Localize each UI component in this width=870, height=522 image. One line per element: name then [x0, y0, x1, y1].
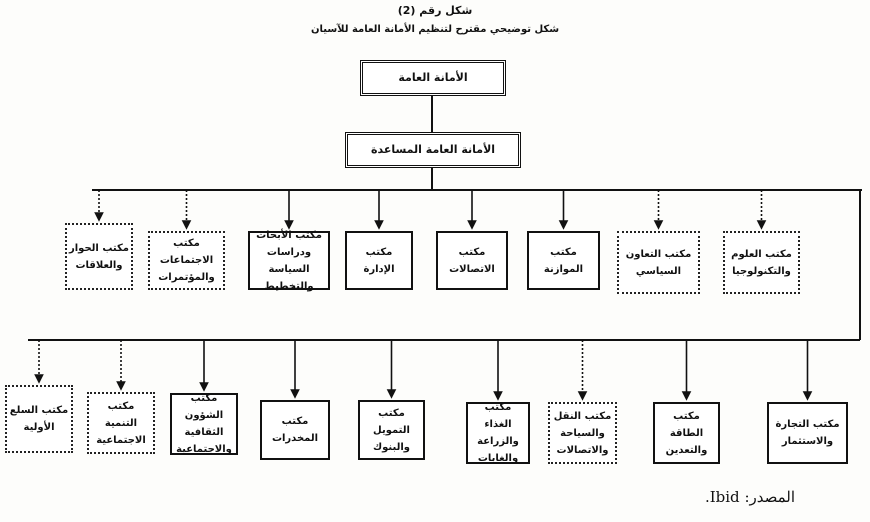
office-box: مكتب الطاقة والتعدين	[653, 402, 720, 464]
source-note: المصدر: Ibid.	[704, 488, 796, 506]
office-box: مكتب التنمية الاجتماعية	[87, 392, 155, 454]
figure-caption: شكل توضيحي مقترح لتنظيم الأمانة العامة ل…	[310, 24, 560, 35]
office-box: مكتب الغذاء والزراعة والغابات	[466, 402, 530, 464]
office-box: مكتب الإدارة	[345, 231, 413, 290]
office-box: مكتب العلوم والتكنولوجيا	[723, 231, 800, 294]
office-box: مكتب المخدرات	[260, 400, 330, 460]
office-box: مكتب الموازنة	[527, 231, 600, 290]
office-box: مكتب الحوار والعلاقات	[65, 223, 133, 290]
secretariat-general-box: الأمانة العامة	[360, 60, 506, 96]
office-box: مكتب التمويل والبنوك	[358, 400, 425, 460]
office-box: مكتب الاجتماعات والمؤتمرات	[148, 231, 225, 290]
office-box: مكتب التعاون السياسي	[617, 231, 700, 294]
office-box: مكتب التجارة والاستثمار	[767, 402, 848, 464]
office-box: مكتب النقل والسياحة والاتصالات	[548, 402, 617, 464]
deputy-secretariat-box: الأمانة العامة المساعدة	[345, 132, 521, 168]
office-box: مكتب الاتصالات	[436, 231, 508, 290]
office-box: مكتب الشؤون الثقافية والاجتماعية	[170, 393, 238, 455]
office-box: مكتب الأبحاث ودراسات السياسة والتخطيط	[248, 230, 330, 292]
figure-number: شكل رقم (2)	[397, 4, 473, 17]
office-box: مكتب السلع الأولية	[5, 385, 73, 453]
